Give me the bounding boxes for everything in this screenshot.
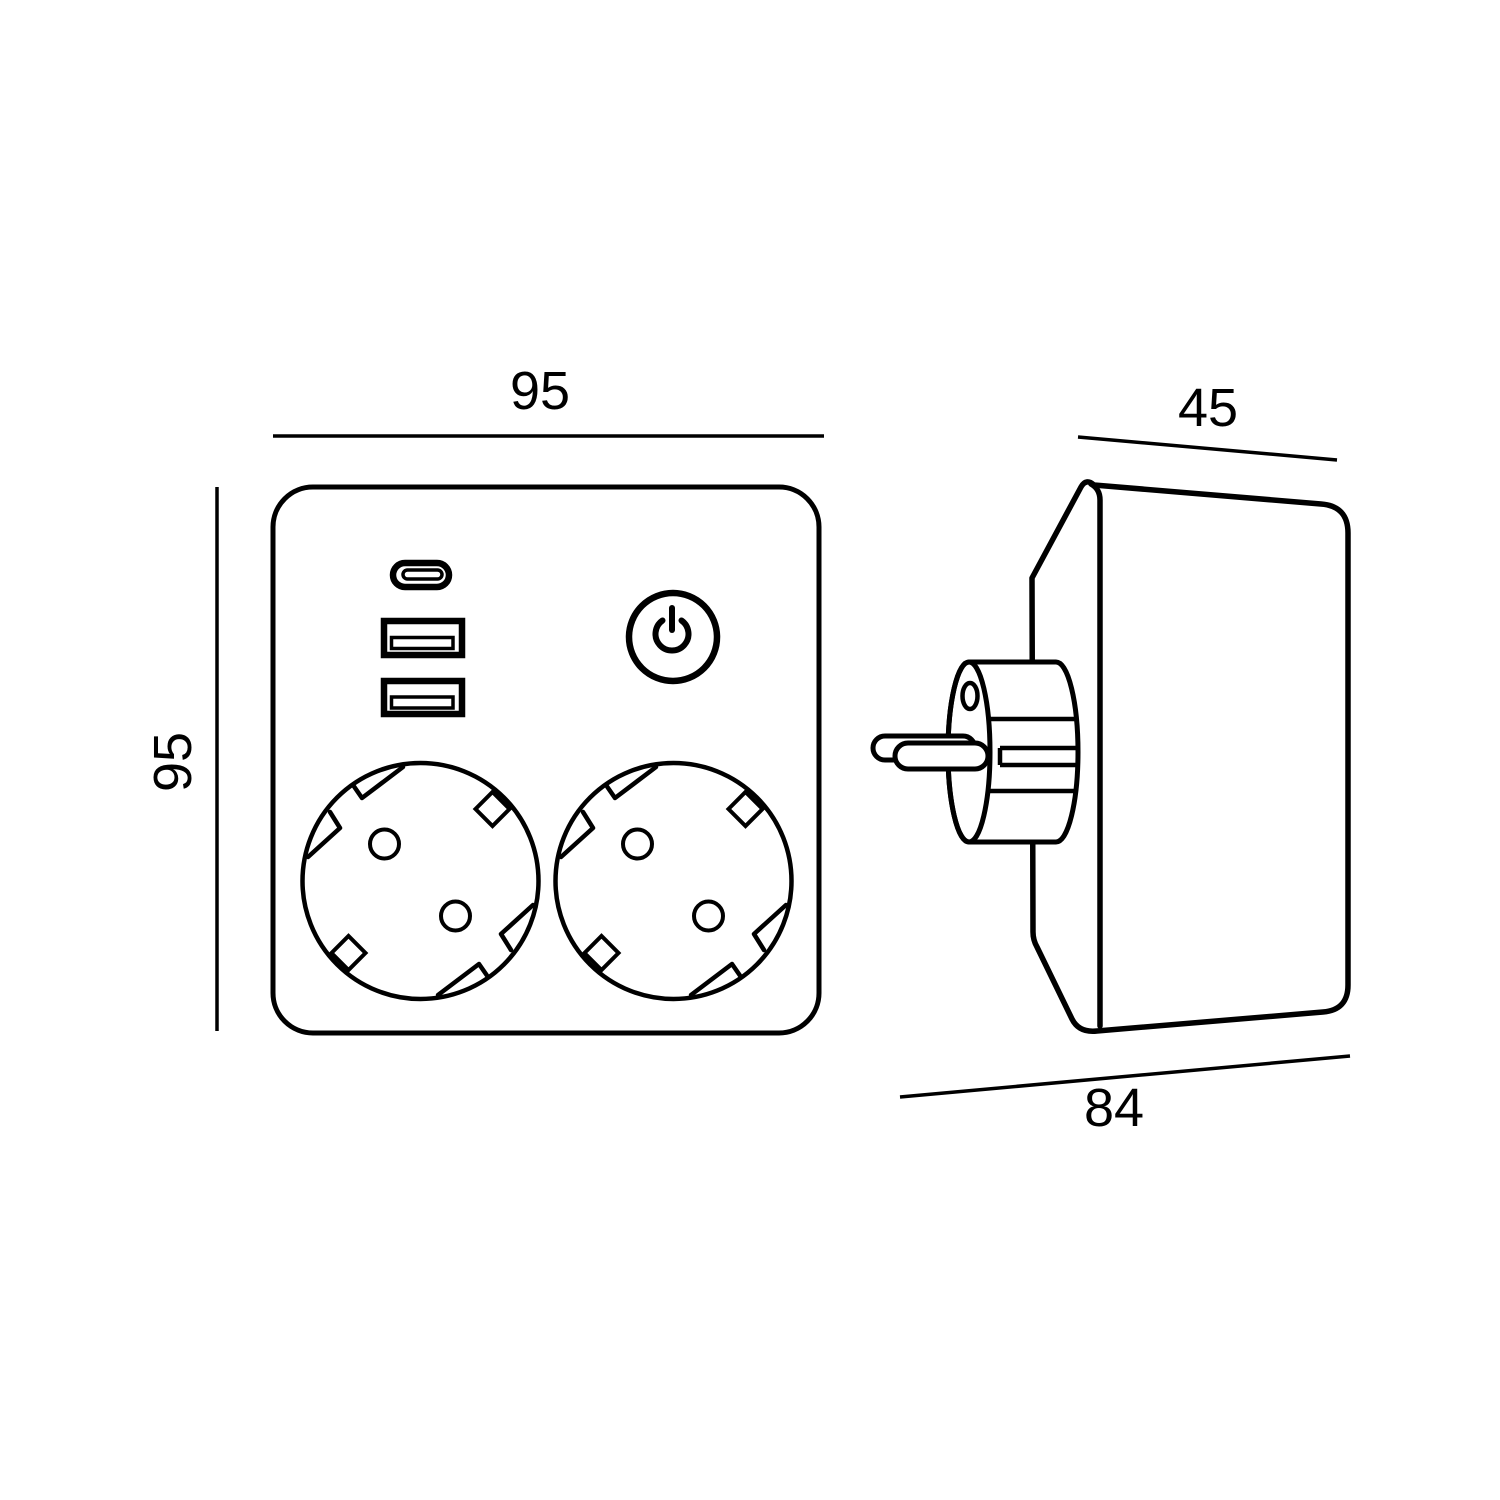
side-width-label: 84 bbox=[1084, 1078, 1144, 1138]
power-button-ring bbox=[625, 589, 721, 685]
front-width-label: 95 bbox=[510, 361, 570, 421]
usb-a-2-tongue bbox=[389, 695, 455, 710]
side-depth-label: 45 bbox=[1178, 378, 1238, 438]
power-button-icon bbox=[625, 589, 721, 685]
schuko-outlet-right-icon bbox=[556, 763, 792, 999]
front-view: 95 95 bbox=[143, 361, 824, 1036]
front-height-label: 95 bbox=[143, 732, 203, 792]
side-view: 45 84 bbox=[870, 378, 1351, 1138]
power-symbol-arc bbox=[652, 617, 692, 654]
front-width-dimension: 95 bbox=[273, 361, 824, 438]
usb-a-port-2-icon bbox=[380, 677, 466, 718]
side-plate-edge-line bbox=[1088, 481, 1103, 1029]
plug-groove-lines bbox=[989, 716, 1078, 794]
usb-a-1-tongue bbox=[389, 635, 455, 651]
plug-body-icon bbox=[945, 659, 1081, 845]
usb-c-port-icon bbox=[389, 559, 453, 591]
front-height-dimension: 95 bbox=[143, 487, 219, 1031]
side-width-dimension-line bbox=[899, 1054, 1351, 1099]
plug-face-hole bbox=[960, 680, 980, 712]
side-depth-dimension-line bbox=[1077, 435, 1338, 462]
usb-c-tongue bbox=[401, 568, 444, 581]
usb-a-port-1-icon bbox=[380, 617, 466, 659]
schuko-outlet-left-icon bbox=[303, 763, 539, 999]
plug-pins-icon bbox=[870, 733, 991, 772]
side-depth-dimension: 45 bbox=[1077, 378, 1338, 462]
side-width-dimension: 84 bbox=[899, 1054, 1351, 1138]
plug-pin-front bbox=[892, 740, 991, 772]
